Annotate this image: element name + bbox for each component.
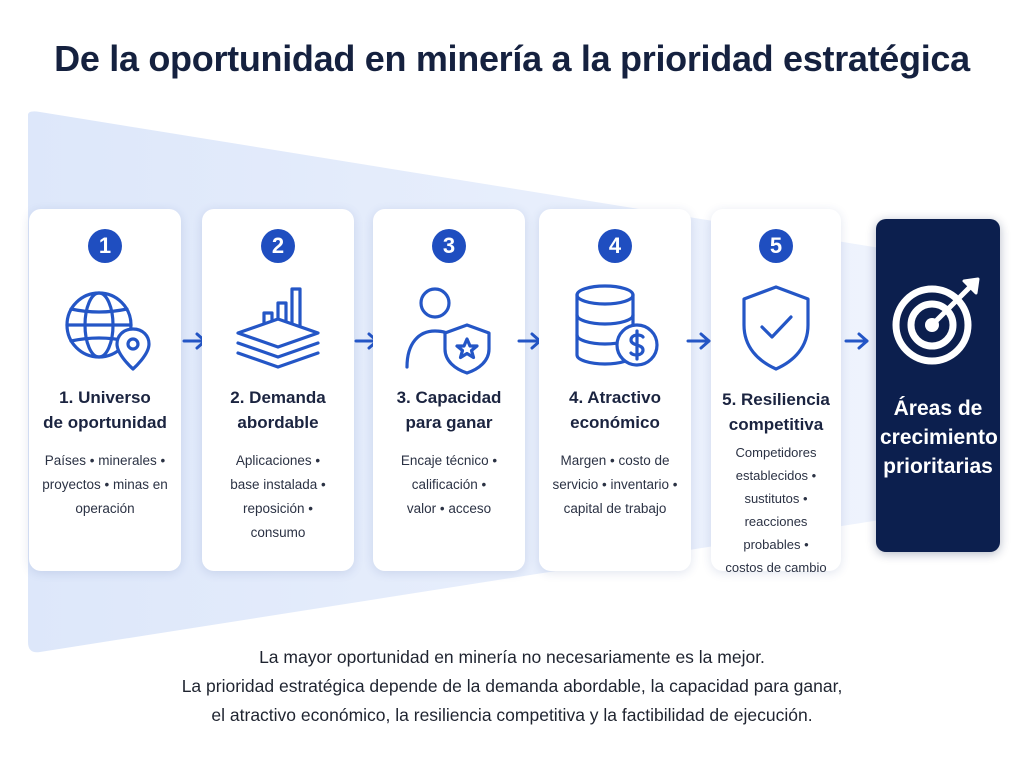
footer-line: La mayor oportunidad en minería no neces… <box>259 647 765 667</box>
step-number-badge: 4 <box>598 229 632 263</box>
step-number-badge: 3 <box>432 229 466 263</box>
step-description: Aplicaciones •base instalada •reposición… <box>230 453 326 540</box>
step-number-badge: 5 <box>759 229 793 263</box>
globe-location-icon <box>65 291 151 371</box>
step-description: Países • minerales •proyectos • minas en… <box>42 453 168 516</box>
layers-bar-chart-icon <box>236 287 320 369</box>
footer-line: el atractivo económico, la resiliencia c… <box>211 705 813 725</box>
arrow-right-icon <box>844 332 869 350</box>
page-title: De la oportunidad en minería a la priori… <box>54 38 970 79</box>
arrow-right-icon <box>686 332 711 350</box>
footer-note: La mayor oportunidad en minería no neces… <box>0 643 1024 730</box>
step-description: Encaje técnico •calificación •valor • ac… <box>400 453 498 516</box>
step-number-badge: 2 <box>261 229 295 263</box>
coins-dollar-icon <box>575 284 659 367</box>
step-number-badge: 1 <box>88 229 122 263</box>
shield-check-icon <box>742 285 810 371</box>
person-shield-star-icon <box>405 287 491 375</box>
footer-line: La prioridad estratégica depende de la d… <box>181 676 843 696</box>
target-arrow-icon <box>892 277 980 365</box>
